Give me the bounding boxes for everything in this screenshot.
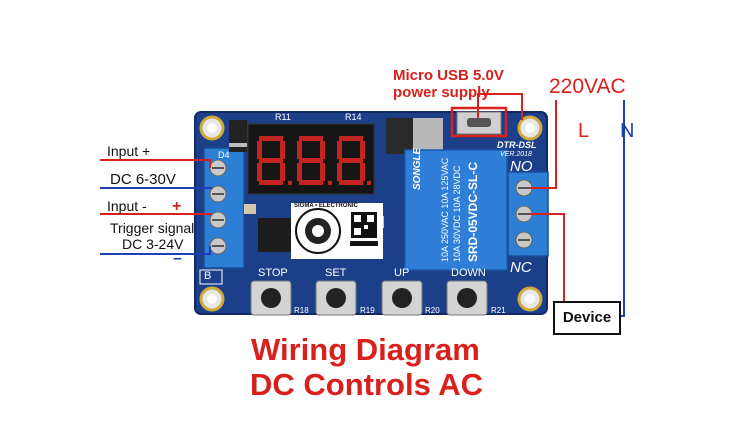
r11-label: R11 (275, 112, 291, 122)
usb-label-line1: Micro USB 5.0V (393, 67, 504, 84)
b-label: B (204, 270, 212, 282)
dc-input-wires (100, 159, 212, 255)
r18-label: R18 (294, 306, 309, 315)
minus-sign: – (173, 250, 182, 267)
logo-text: SIGMA • ELECTRONIC (294, 203, 358, 209)
usb-label-line2: power supply (393, 84, 490, 101)
live-label: L (578, 120, 590, 142)
down-button-label: DOWN (451, 267, 486, 279)
no-label: NO (510, 158, 533, 175)
nc-label: NC (510, 259, 532, 276)
relay-rating-1: 10A 250VAC 10A 125VAC (440, 157, 450, 262)
set-button-label: SET (325, 267, 347, 279)
r14-label: R14 (345, 112, 362, 122)
neutral-label: N (620, 120, 635, 142)
title-line-2: DC Controls AC (250, 367, 484, 402)
tactile-buttons (250, 280, 488, 316)
relay-brand: SONGLE (412, 147, 423, 190)
dc-6-30-label: DC 6-30V (110, 171, 176, 188)
mounting-holes (199, 115, 543, 312)
device-box: Device (553, 301, 621, 335)
r19-label: R19 (360, 306, 375, 315)
model-label: DTR-DSL (497, 140, 537, 150)
seven-segment-display (247, 123, 375, 195)
d4-label: D4 (218, 150, 230, 160)
r21-label: R21 (491, 306, 506, 315)
ac-label: 220VAC (549, 75, 626, 98)
stop-button-label: STOP (258, 267, 288, 279)
title-line-1: Wiring Diagram (251, 332, 480, 367)
ic-chip (258, 218, 292, 252)
relay-rating-2: 10A 30VDC 10A 28VDC (452, 165, 462, 262)
trigger-signal-label: Trigger signal (110, 220, 195, 236)
diode (229, 120, 247, 152)
relay (404, 149, 508, 271)
r20-label: R20 (425, 306, 440, 315)
dc-3-24-label: DC 3-24V (122, 236, 184, 252)
up-button-label: UP (394, 267, 410, 279)
relay-model: SRD-05VDC-SL-C (466, 161, 480, 262)
version-label: VER.2018 (500, 151, 532, 158)
input-plus-label: Input + (107, 143, 151, 159)
input-minus-label: Input - (107, 198, 147, 214)
plus-sign: + (172, 198, 182, 215)
